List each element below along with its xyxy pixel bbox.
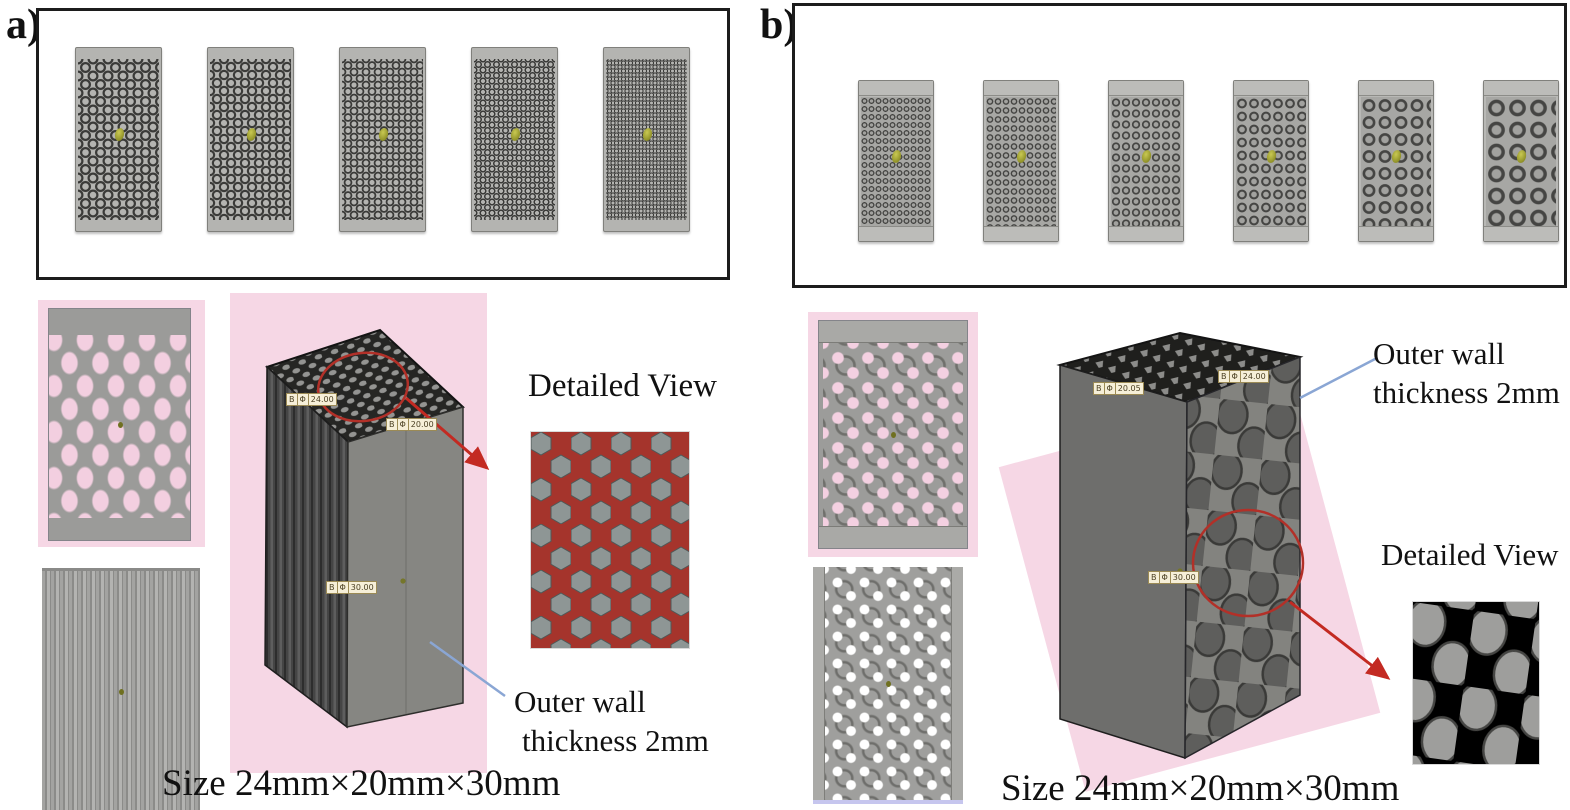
outer-wall-line1: Outer wall: [514, 684, 646, 719]
specimen-b3-top-view: [1108, 80, 1184, 242]
outer-wall-label-a: Outer wall thickness 2mm: [514, 682, 709, 760]
dim-tag-value: 24.00: [310, 395, 334, 404]
panel-b-label: b): [760, 2, 798, 48]
dim-tag-cell: B: [327, 582, 338, 593]
center-marker-icon: [891, 431, 896, 438]
outer-wall-line2: thickness 2mm: [522, 723, 709, 758]
specimen-box-a: [36, 8, 730, 280]
center-marker-icon: [117, 421, 123, 428]
circle-side-view: [813, 567, 963, 804]
specimen-b1-top-view: [858, 80, 934, 242]
circle-face-view-panel: [808, 312, 978, 557]
dim-tag-cell: B: [1219, 371, 1230, 382]
dim-tag-cell: B: [1149, 572, 1160, 583]
diameter-symbol-icon: Φ: [1230, 371, 1241, 382]
prism-b-iso-view: [1056, 331, 1304, 760]
dim-tag-value: 30.00: [1172, 573, 1196, 582]
specimen-b2-top-view: [983, 80, 1059, 242]
detail-texture-a: [531, 432, 689, 648]
size-label-b: Size 24mm×20mm×30mm: [1001, 768, 1400, 809]
specimen-b4-top-view: [1233, 80, 1309, 242]
diameter-symbol-icon: Φ: [298, 394, 309, 405]
detailed-view-label-a: Detailed View: [528, 368, 717, 404]
specimen-b5-top-view: [1358, 80, 1434, 242]
detail-texture-b: [1413, 602, 1539, 764]
outer-wall-line1: Outer wall: [1373, 336, 1505, 371]
striped-side-view: [42, 568, 200, 810]
detailed-view-label-b: Detailed View: [1381, 537, 1559, 572]
lattice-pattern: [1361, 97, 1431, 227]
diameter-symbol-icon: Φ: [398, 419, 409, 430]
prism-a-right-face: [346, 405, 464, 728]
dim-tag-value: 30.00: [350, 583, 374, 592]
dim-tag-cell: B: [1094, 383, 1105, 394]
dim-tag-cell: B: [287, 394, 298, 405]
specimen-a3-top-view: [339, 47, 426, 232]
circle-star-plate: [818, 320, 968, 549]
specimen-box-b: [792, 3, 1567, 288]
lattice-pattern: [986, 97, 1056, 227]
specimen-a4-top-view: [471, 47, 558, 232]
specimen-b6-top-view: [1483, 80, 1559, 242]
prism-b-right-face: [1184, 355, 1301, 760]
outer-wall-line2: thickness 2mm: [1373, 375, 1560, 410]
diameter-symbol-icon: Φ: [1160, 572, 1171, 583]
outer-wall-label-b: Outer wall thickness 2mm: [1373, 334, 1560, 412]
center-marker-icon: [400, 578, 406, 584]
diameter-symbol-icon: Φ: [338, 582, 349, 593]
dim-tag-cell: B: [387, 419, 398, 430]
center-marker-icon: [119, 689, 124, 695]
specimen-a1-top-view: [75, 47, 162, 232]
specimen-a2-top-view: [207, 47, 294, 232]
lattice-pattern: [1111, 97, 1181, 227]
dim-tag-value: 20.00: [410, 420, 434, 429]
dim-tag-value: 24.00: [1242, 372, 1266, 381]
specimen-a5-top-view: [603, 47, 690, 232]
dim-tag-value: 20.05: [1117, 384, 1141, 393]
prism-b-left-face: [1059, 364, 1188, 760]
hex-face-view-panel: [38, 300, 205, 547]
center-marker-icon: [886, 680, 891, 687]
prism-a-panel: [230, 293, 487, 773]
hex-hole-plate: [48, 308, 191, 541]
diameter-symbol-icon: Φ: [1105, 383, 1116, 394]
panel-a-label: a): [6, 2, 41, 48]
prism-a-iso-view: [264, 328, 465, 729]
size-label-a: Size 24mm×20mm×30mm: [162, 763, 561, 804]
